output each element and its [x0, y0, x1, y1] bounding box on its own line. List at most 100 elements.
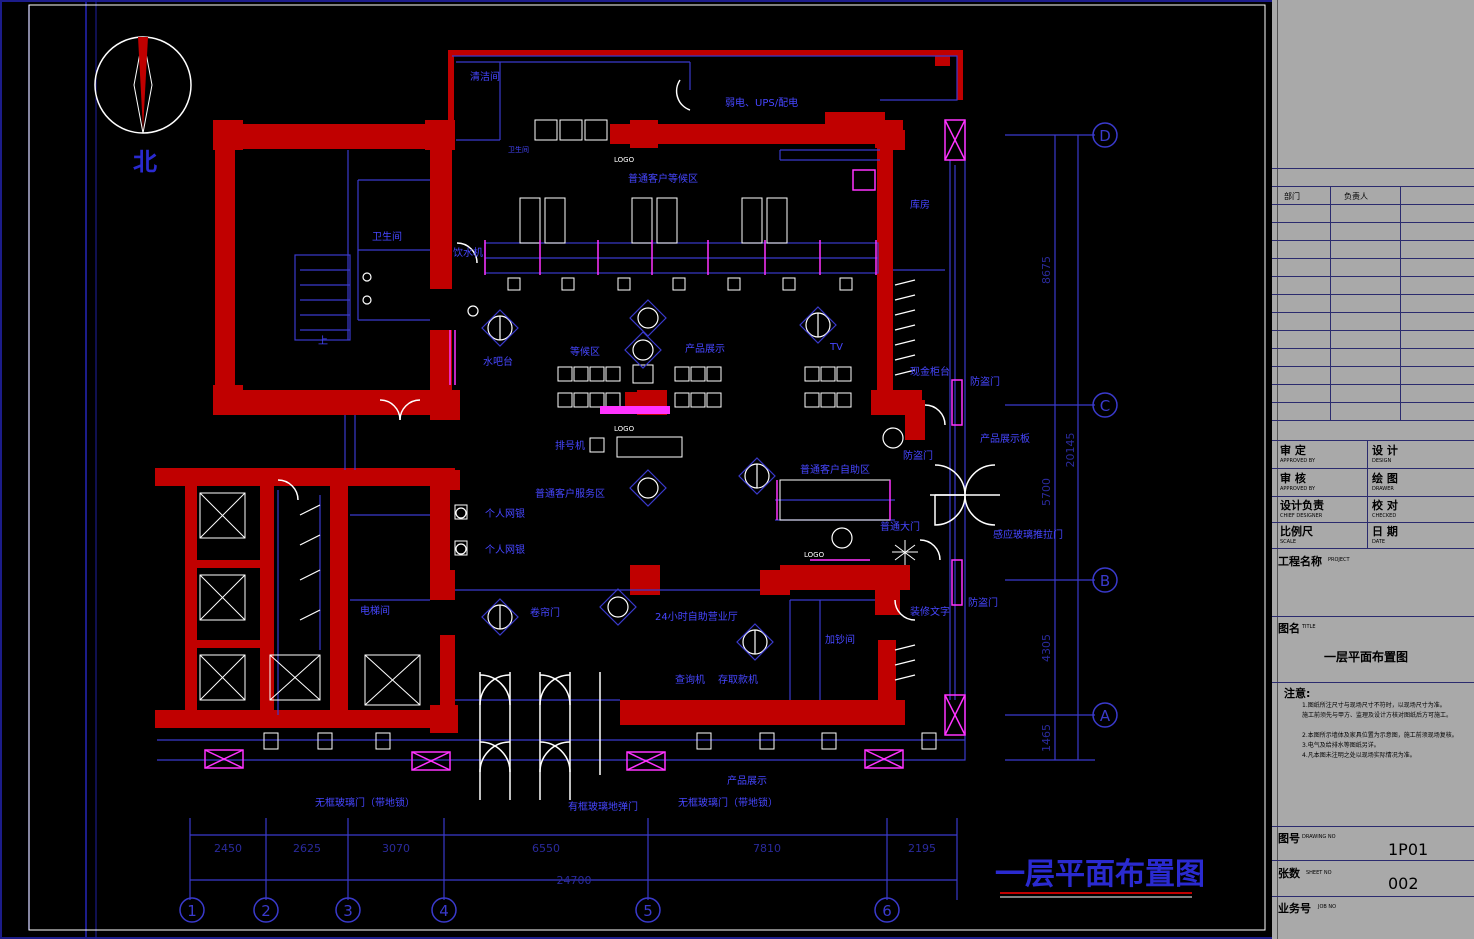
tb-design-en: DESIGN [1372, 458, 1392, 464]
axis-circles [179, 122, 1118, 923]
tb-line [1272, 682, 1474, 683]
tb-line [1400, 186, 1401, 420]
room-label: 有框玻璃地弹门 [568, 800, 638, 813]
window-stripes [299, 279, 916, 681]
tb-line [1272, 522, 1474, 523]
tb-title-label: 图名 [1278, 622, 1300, 635]
dim-label: 6550 [532, 842, 560, 855]
axis-label: B [1100, 572, 1110, 590]
title-block: 部门 负责人 审 定 APPROVED BY 设 计 DESIGN 审 核 AP… [1272, 0, 1474, 939]
tb-job-en: JOB NO [1318, 904, 1337, 910]
logo-label: LOGO [614, 425, 635, 433]
tb-line [1272, 548, 1474, 549]
walls [155, 50, 963, 733]
tb-reviewed: 审 核 [1280, 472, 1306, 485]
room-label: 防盗门 [968, 596, 998, 609]
tb-line [1272, 312, 1474, 313]
room-label: 无框玻璃门（带地锁） [315, 796, 415, 809]
tb-line [1272, 440, 1474, 441]
dim-total: 24700 [557, 874, 592, 887]
room-label: 个人网银 [485, 543, 525, 556]
tb-line [1272, 384, 1474, 385]
room-label: 清洁间 [470, 70, 500, 83]
room-label: 电梯间 [360, 604, 390, 617]
tb-line [1272, 204, 1474, 205]
tb-line [1272, 826, 1474, 827]
room-label: 卫生间 [372, 230, 402, 243]
tb-line [1272, 222, 1474, 223]
axis-label: 4 [439, 902, 449, 920]
tb-line [1272, 860, 1474, 861]
tb-title-value: 一层平面布置图 [1324, 650, 1409, 664]
plant-icon [892, 540, 918, 565]
axis-label: 6 [882, 902, 892, 920]
tb-project-en: PROJECT [1328, 557, 1350, 563]
dim-label: 8675 [1040, 256, 1053, 284]
tb-job-label: 业务号 [1278, 902, 1311, 915]
room-label: 装修文字 [910, 605, 950, 618]
magenta-fixtures [204, 119, 966, 771]
room-label: 防盗门 [903, 449, 933, 462]
room-label: 等候区 [570, 345, 600, 358]
north-arrow-icon [94, 36, 192, 134]
room-label: 个人网银 [485, 507, 525, 520]
tb-chief: 设计负责 [1280, 499, 1324, 512]
tb-note: 3.电气及给排水等图纸另详。 [1302, 742, 1380, 749]
dim-label: 2625 [293, 842, 321, 855]
tb-design: 设 计 [1372, 444, 1398, 457]
axis-label: A [1100, 707, 1111, 725]
room-label: 普通客户自助区 [800, 463, 870, 476]
tb-checked-en: CHECKED [1372, 513, 1397, 519]
room-label: 防盗门 [970, 375, 1000, 388]
room-label: 卫生间 [508, 145, 529, 154]
tb-line [1272, 896, 1474, 897]
tb-chief-en: CHIEF DESIGNER [1280, 513, 1323, 519]
room-label: 库房 [910, 198, 930, 211]
tb-project: 工程名称 [1278, 555, 1322, 568]
tb-checked: 校 对 [1372, 499, 1398, 512]
round-tables [362, 272, 904, 655]
plan-title: 一层平面布置图 [995, 857, 1205, 892]
tb-line [1272, 168, 1474, 169]
room-label: 感应玻璃推拉门 [993, 528, 1063, 541]
room-label: 存取款机 [718, 673, 758, 686]
reception-desk [600, 406, 670, 414]
dim-label: 2195 [908, 842, 936, 855]
dim-total: 20145 [1064, 433, 1077, 468]
tb-note: 施工前须先与甲方、监理及设计方核对图纸后方可施工。 [1302, 712, 1453, 719]
tb-drawing-no-en: DRAWING NO [1302, 834, 1336, 840]
room-label: 无框玻璃门（带地锁） [678, 796, 778, 809]
dim-label: 7810 [753, 842, 781, 855]
axis-label: 3 [343, 902, 353, 920]
dim-label: 1465 [1040, 724, 1053, 752]
tb-drawing-no: 1P01 [1388, 840, 1429, 859]
axis-label: C [1100, 397, 1110, 415]
room-label: 普通客户等候区 [628, 172, 698, 185]
tb-col-owner: 负责人 [1344, 192, 1368, 201]
tb-sheet-label: 张数 [1278, 867, 1300, 880]
drawing-border [28, 4, 1266, 931]
tb-line [1272, 240, 1474, 241]
tb-line [1330, 186, 1331, 420]
room-label: 加钞间 [825, 633, 855, 646]
dim-label: 5700 [1040, 478, 1053, 506]
room-label: 上 [318, 335, 328, 347]
tb-sheet-en: SHEET NO [1306, 870, 1332, 876]
tb-line [1367, 440, 1368, 548]
tb-line [1272, 186, 1474, 187]
room-label: 水吧台 [483, 355, 513, 368]
tb-note: 2.本图所示墙体及家具位置为示意图，施工前须现场复核。 [1302, 732, 1458, 739]
room-label: 饮水机 [453, 246, 483, 259]
tb-date: 日 期 [1372, 525, 1398, 538]
tb-drawing-en: DRAWER [1372, 486, 1394, 492]
diamond-markers [481, 299, 837, 661]
glass-doors [277, 79, 1000, 800]
north-label: 北 [133, 148, 157, 176]
logo-label: LOGO [804, 551, 825, 559]
tb-title-en: TITLE [1302, 624, 1316, 630]
axis-label: 5 [643, 902, 653, 920]
tb-note: 1.图纸所注尺寸与现场尺寸不符时，以现场尺寸为准。 [1302, 702, 1446, 709]
tb-reviewed-en: APPROVED BY [1280, 486, 1316, 492]
tb-line [1272, 258, 1474, 259]
